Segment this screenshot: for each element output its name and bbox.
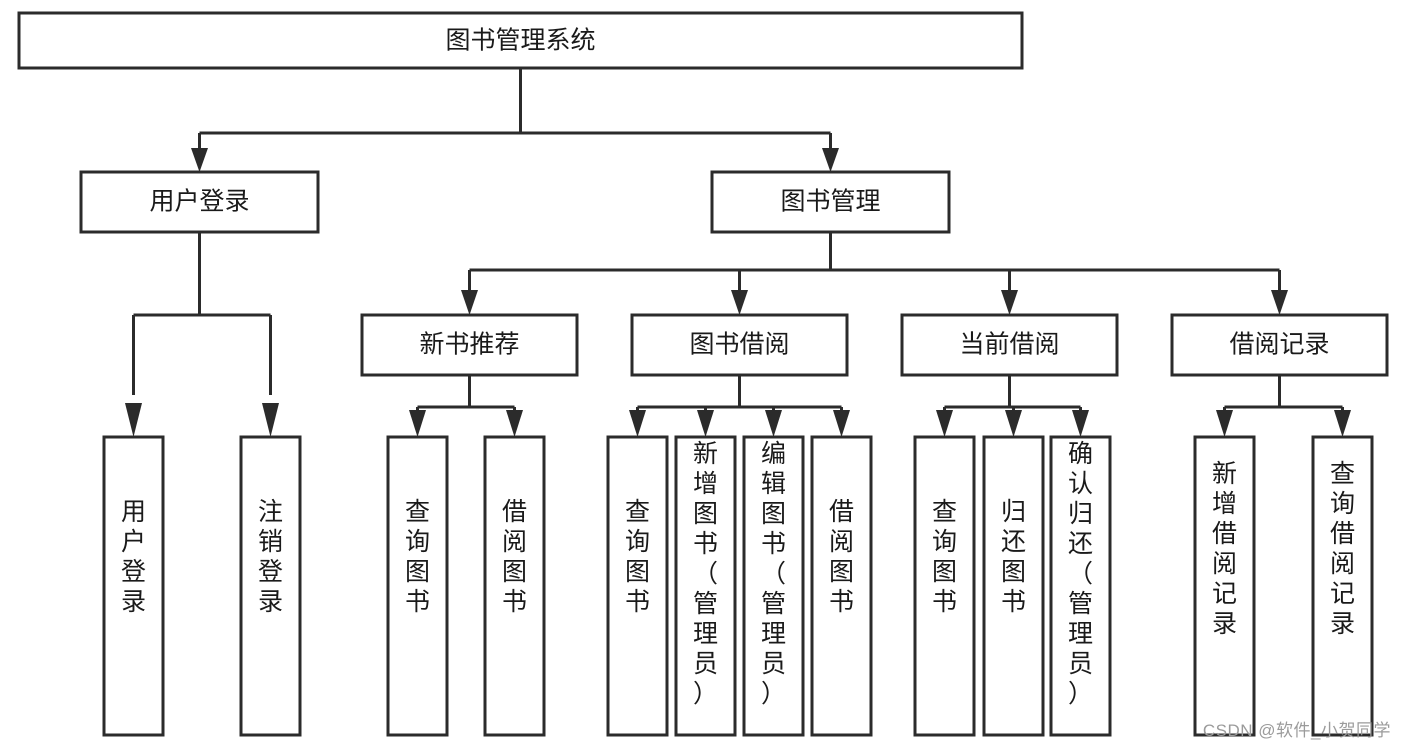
node-root-box[interactable] [17, 11, 1024, 70]
node-leaf-query-record-box[interactable] [1311, 435, 1374, 737]
node-new-book-rec-label: 新书推荐 [419, 331, 519, 359]
node-leaf-add-record[interactable]: 新增借阅记录 [1193, 435, 1256, 737]
node-leaf-logout[interactable]: 注销登录 [239, 435, 302, 737]
node-leaf-edit-book[interactable]: 编辑图书（管理员） [742, 435, 805, 737]
node-root[interactable]: 图书管理系统 [17, 11, 1024, 70]
node-current-borrow-label: 当前借阅 [959, 331, 1059, 359]
node-leaf-borrow-book-1-label: 借阅图书 [502, 498, 527, 616]
node-book-manage-label: 图书管理 [780, 188, 880, 216]
node-leaf-query-book-2-label: 查询图书 [625, 498, 650, 616]
connector-group-current-borrow [936, 375, 1089, 437]
node-leaf-borrow-book-1[interactable]: 借阅图书 [483, 435, 546, 737]
node-leaf-add-book-box[interactable] [674, 435, 737, 737]
node-leaf-add-record-box[interactable] [1193, 435, 1256, 737]
node-current-borrow[interactable]: 当前借阅 [900, 313, 1119, 377]
node-borrow-record-label: 借阅记录 [1229, 331, 1329, 359]
node-leaf-add-book[interactable]: 新增图书（管理员） [674, 435, 737, 737]
node-leaf-query-book-1[interactable]: 查询图书 [386, 435, 449, 737]
arrow-head-icon [765, 410, 782, 437]
node-user-login[interactable]: 用户登录 [79, 170, 320, 234]
node-leaf-logout-label: 注销登录 [258, 498, 283, 616]
node-leaf-query-record-label: 查询借阅记录 [1330, 460, 1355, 638]
node-leaf-return-book-box[interactable] [982, 435, 1045, 737]
node-current-borrow-box[interactable] [900, 313, 1119, 377]
arrow-head-icon [1216, 410, 1233, 437]
node-leaf-user-login-box[interactable] [102, 435, 165, 737]
node-book-manage-box[interactable] [710, 170, 951, 234]
arrow-head-icon [822, 148, 839, 172]
node-user-login-box[interactable] [79, 170, 320, 234]
node-root-label: 图书管理系统 [445, 27, 595, 55]
connector-group-book-manage [461, 232, 1288, 315]
node-leaf-query-book-3-box[interactable] [913, 435, 976, 737]
connector-group-borrow-record [1216, 375, 1351, 437]
node-new-book-rec[interactable]: 新书推荐 [360, 313, 579, 377]
connector-group-root [191, 68, 839, 172]
node-leaf-confirm-return[interactable]: 确认归还（管理员） [1049, 435, 1112, 737]
node-leaf-confirm-return-box[interactable] [1049, 435, 1112, 737]
node-leaf-borrow-book-1-box[interactable] [483, 435, 546, 737]
node-leaf-return-book-label: 归还图书 [1001, 498, 1026, 616]
arrow-head-icon [936, 410, 953, 437]
arrow-head-icon [731, 290, 748, 315]
arrow-head-icon [461, 290, 478, 315]
node-leaf-query-book-1-box[interactable] [386, 435, 449, 737]
node-leaf-borrow-book-2-label: 借阅图书 [829, 498, 854, 616]
node-new-book-rec-box[interactable] [360, 313, 579, 377]
arrow-head-icon [191, 148, 208, 172]
arrow-head-icon [697, 410, 714, 437]
connector-group-new-book-rec [409, 375, 523, 437]
node-leaf-user-login[interactable]: 用户登录 [102, 435, 165, 737]
node-leaf-confirm-return-label: 确认归还（管理员） [1068, 440, 1093, 708]
node-leaf-query-book-1-label: 查询图书 [405, 498, 430, 616]
arrow-head-icon [125, 403, 142, 437]
node-book-manage[interactable]: 图书管理 [710, 170, 951, 234]
node-leaf-logout-box[interactable] [239, 435, 302, 737]
node-leaf-query-book-3[interactable]: 查询图书 [913, 435, 976, 737]
node-book-borrow[interactable]: 图书借阅 [630, 313, 849, 377]
node-leaf-add-book-label: 新增图书（管理员） [693, 440, 718, 708]
node-leaf-query-record[interactable]: 查询借阅记录 [1311, 435, 1374, 737]
arrow-head-icon [262, 403, 279, 437]
node-leaf-query-book-2[interactable]: 查询图书 [606, 435, 669, 737]
node-leaf-edit-book-box[interactable] [742, 435, 805, 737]
arrow-head-icon [833, 410, 850, 437]
arrow-head-icon [1072, 410, 1089, 437]
arrow-head-icon [1271, 290, 1288, 315]
node-leaf-return-book[interactable]: 归还图书 [982, 435, 1045, 737]
node-leaf-query-book-2-box[interactable] [606, 435, 669, 737]
arrow-head-icon [1001, 290, 1018, 315]
node-borrow-record[interactable]: 借阅记录 [1170, 313, 1389, 377]
arrow-head-icon [506, 410, 523, 437]
node-leaf-borrow-book-2[interactable]: 借阅图书 [810, 435, 873, 737]
node-borrow-record-box[interactable] [1170, 313, 1389, 377]
node-leaf-query-book-3-label: 查询图书 [932, 498, 957, 616]
node-leaf-user-login-label: 用户登录 [121, 498, 146, 616]
arrow-head-icon [1005, 410, 1022, 437]
node-book-borrow-label: 图书借阅 [689, 331, 789, 359]
node-leaf-add-record-label: 新增借阅记录 [1212, 460, 1237, 638]
node-book-borrow-box[interactable] [630, 313, 849, 377]
arrow-head-icon [409, 410, 426, 437]
node-user-login-label: 用户登录 [149, 188, 249, 216]
arrow-head-icon [629, 410, 646, 437]
node-leaf-edit-book-label: 编辑图书（管理员） [761, 440, 786, 708]
node-leaf-borrow-book-2-box[interactable] [810, 435, 873, 737]
connector-group-book-borrow [629, 375, 850, 437]
connector-group-user-login [125, 232, 279, 437]
arrow-head-icon [1334, 410, 1351, 437]
